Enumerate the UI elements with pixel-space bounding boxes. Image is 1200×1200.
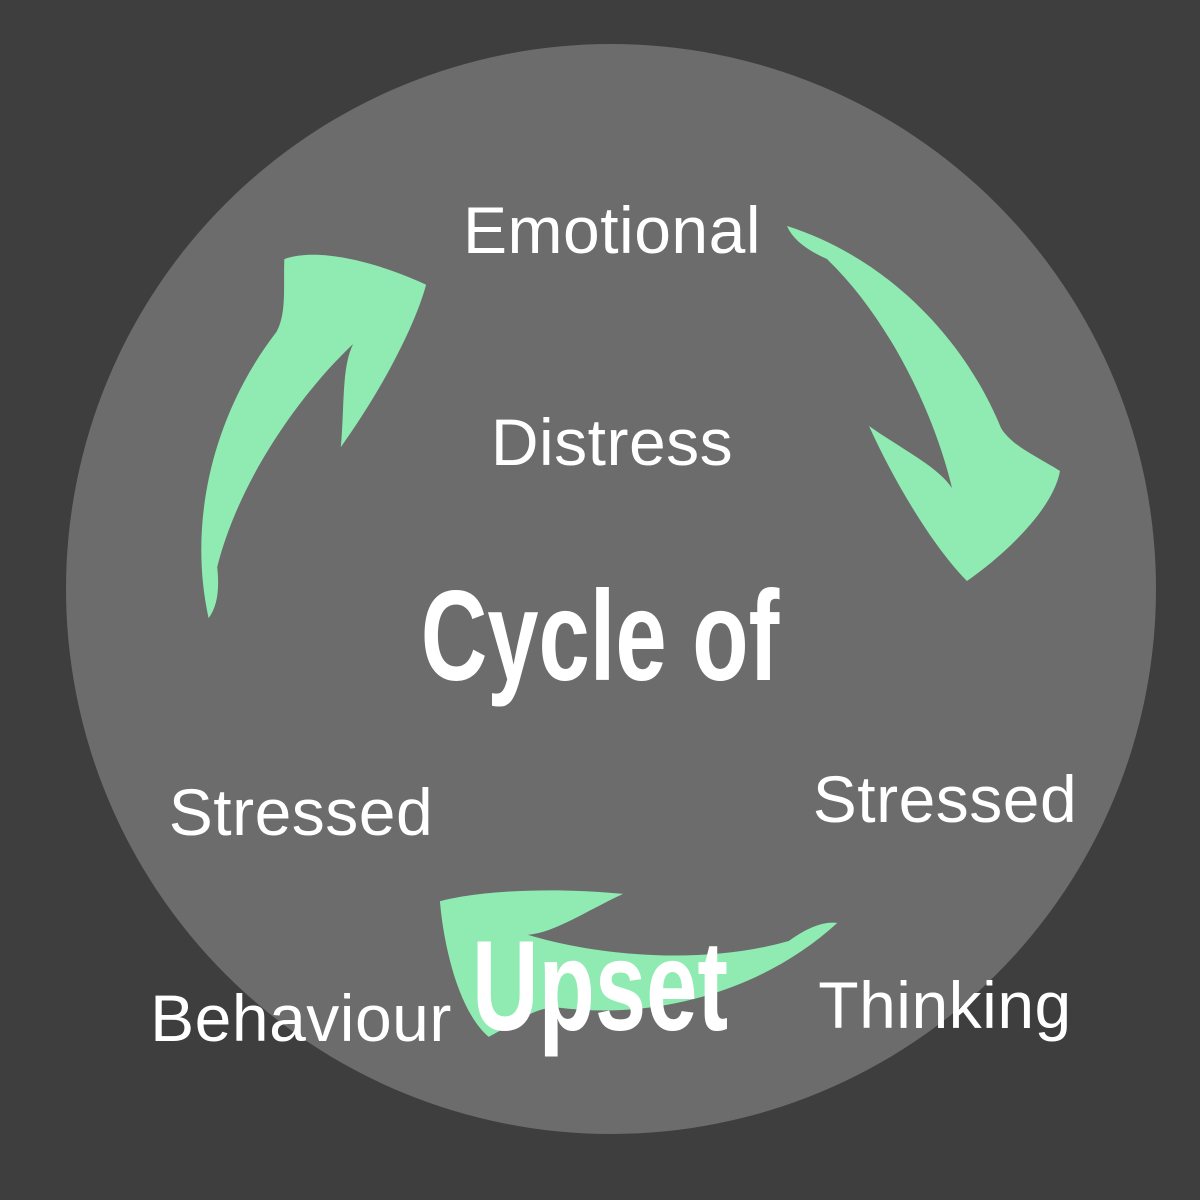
node-label-line: Emotional <box>463 193 761 267</box>
node-label-line: Stressed <box>812 762 1078 836</box>
node-label-line: Behaviour <box>150 981 452 1055</box>
node-label-line: Stressed <box>168 775 434 849</box>
cycle-title-line2: Upset <box>471 915 729 1058</box>
cycle-title-line1: Cycle of <box>420 565 780 708</box>
cycle-title: Cycle of Upset <box>420 374 780 1200</box>
node-stressed-behaviour: Stressed Behaviour <box>51 658 551 1070</box>
node-emotional-distress: Emotional Distress <box>362 71 862 495</box>
node-stressed-thinking: Stressed Thinking <box>695 645 1195 1057</box>
node-label-line: Thinking <box>818 968 1072 1042</box>
node-label-line: Distress <box>490 405 734 479</box>
